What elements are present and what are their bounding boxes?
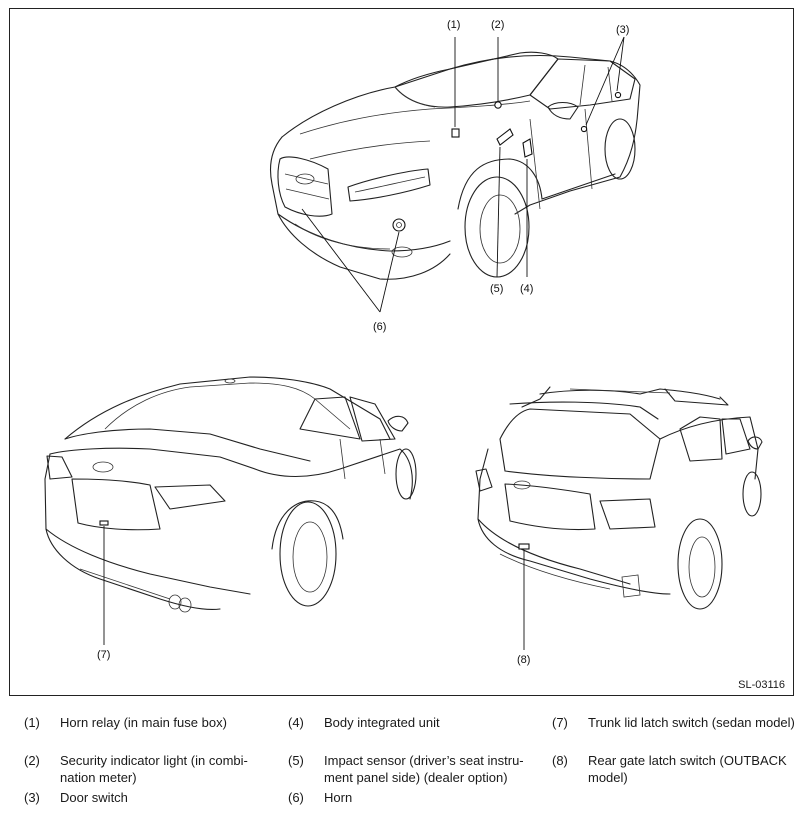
diagram-figure: (1) (2) (3) (4) (5) (6) bbox=[9, 8, 794, 696]
legend-number: (6) bbox=[288, 790, 304, 805]
trunk-lid-switch-marker bbox=[99, 520, 109, 526]
rear-view-sedan: (7) bbox=[44, 376, 417, 661]
legend-number: (7) bbox=[552, 715, 568, 730]
horn-marker bbox=[392, 218, 406, 232]
body-integrated-unit-marker bbox=[522, 138, 533, 158]
legend: (1) Horn relay (in main fuse box) (2) Se… bbox=[0, 710, 804, 810]
legend-number: (3) bbox=[24, 790, 40, 805]
callout-8: (8) bbox=[517, 654, 530, 666]
callout-4: (4) bbox=[520, 283, 533, 295]
callout-7: (7) bbox=[97, 649, 110, 661]
door-switch-marker-1 bbox=[614, 91, 622, 99]
impact-sensor-marker bbox=[496, 128, 514, 146]
legend-text: Security indicator light (in combi-natio… bbox=[60, 753, 248, 785]
legend-text: Horn bbox=[324, 790, 353, 805]
legend-number: (8) bbox=[552, 753, 568, 768]
rear-gate-switch-marker bbox=[518, 543, 530, 550]
figure-id: SL-03116 bbox=[738, 679, 785, 691]
legend-text: Horn relay (in main fuse box) bbox=[60, 715, 227, 730]
legend-text: Body integrated unit bbox=[324, 715, 440, 730]
legend-text: Rear gate latch switch (OUTBACK model) bbox=[588, 753, 787, 785]
legend-number: (4) bbox=[288, 715, 304, 730]
door-switch-marker-2 bbox=[580, 125, 588, 133]
legend-number: (2) bbox=[24, 753, 40, 768]
legend-number: (1) bbox=[24, 715, 40, 730]
car-illustrations: (1) (2) (3) (4) (5) (6) bbox=[44, 19, 763, 666]
callout-5: (5) bbox=[490, 283, 503, 295]
callout-3: (3) bbox=[616, 24, 629, 36]
callout-6: (6) bbox=[373, 321, 386, 333]
rear-view-outback: (8) bbox=[475, 386, 763, 666]
callout-2: (2) bbox=[491, 19, 504, 31]
legend-text: Impact sensor (driver’s seat instru-ment… bbox=[324, 753, 524, 785]
callout-1: (1) bbox=[447, 19, 460, 31]
front-view-sedan: (1) (2) (3) (4) (5) (6) bbox=[269, 19, 641, 333]
legend-text: Door switch bbox=[60, 790, 128, 805]
legend-number: (5) bbox=[288, 753, 304, 768]
legend-text: Trunk lid latch switch (sedan model) bbox=[588, 715, 795, 730]
horn-relay-marker bbox=[451, 128, 460, 138]
security-indicator-marker bbox=[494, 101, 502, 109]
